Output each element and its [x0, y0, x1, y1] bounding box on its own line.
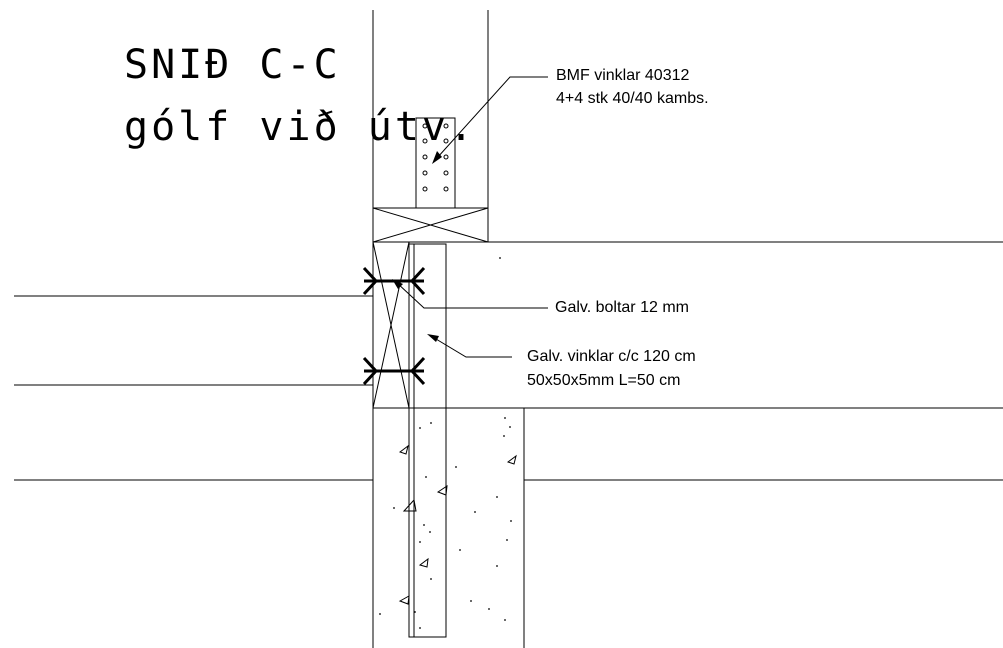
note-angle-line1: Galv. vinklar c/c 120 cm	[527, 348, 696, 365]
section-title-line2: gólf við útv.	[124, 104, 477, 150]
hole	[422, 170, 428, 176]
hole	[443, 123, 449, 129]
leader-angle	[430, 335, 512, 358]
leader-bolts	[395, 281, 548, 309]
bmf-bracket	[415, 117, 456, 209]
concrete-hatch	[398, 444, 517, 605]
bolt-lower	[362, 356, 426, 386]
note-bolts: Galv. boltar 12 mm	[555, 299, 689, 316]
hole	[443, 138, 449, 144]
hole	[422, 186, 428, 192]
hole	[443, 186, 449, 192]
hole	[443, 154, 449, 160]
arrowhead-bmf	[432, 151, 442, 164]
section-title-line1: SNIÐ C-C	[124, 42, 341, 88]
bolt-upper	[362, 266, 426, 296]
leader-bmf	[436, 76, 548, 159]
hole	[422, 154, 428, 160]
note-bracket-line1: BMF vinklar 40312	[556, 67, 690, 84]
hole	[443, 170, 449, 176]
note-angle-line2: 50x50x5mm L=50 cm	[527, 372, 681, 389]
arrowhead-angle	[427, 334, 439, 342]
bracket-holes	[422, 123, 449, 192]
hole	[422, 123, 428, 129]
ledger-cross-b	[372, 241, 410, 409]
note-bracket-line2: 4+4 stk 40/40 kambs.	[556, 90, 709, 107]
top-plate-cross-b	[372, 207, 489, 243]
steel-angle	[408, 243, 447, 638]
hole	[422, 138, 428, 144]
concrete-dots	[379, 257, 512, 629]
